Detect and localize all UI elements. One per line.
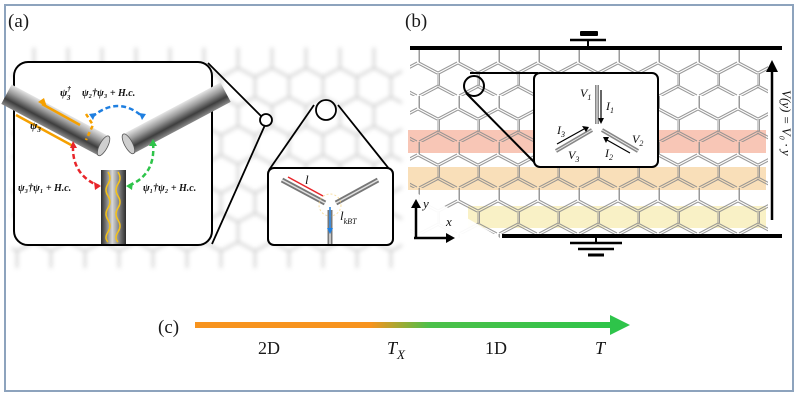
arrowhead	[94, 182, 101, 190]
callout-line	[211, 124, 266, 245]
right-coupling-term: ψ₁†ψ₂ + H.c.	[143, 183, 196, 194]
psi3-label: ψ3	[30, 120, 41, 134]
psi3-dagger-arrow	[41, 102, 81, 127]
arrowhead	[139, 113, 146, 120]
panel-a: (a)	[1, 11, 402, 268]
x-axis-label: x	[445, 214, 452, 229]
arrowhead	[411, 199, 421, 208]
panel-a-label: (a)	[8, 11, 29, 32]
V3-label: V3	[568, 148, 579, 164]
length-arrow	[287, 176, 324, 197]
gate-cap	[580, 31, 598, 36]
panel-b: (b) V(y) = V₀ · y y x	[405, 11, 794, 257]
red-coupling-arc	[71, 145, 100, 188]
arrowhead	[766, 60, 778, 72]
lattice-fade	[406, 190, 500, 238]
arrowhead	[446, 233, 455, 243]
arrowhead	[327, 228, 333, 234]
orange-dashed-link	[84, 113, 95, 141]
zoom-circle	[315, 99, 337, 121]
panel-b-label: (b)	[405, 11, 427, 32]
zoom-circle	[463, 75, 485, 97]
panel-c-label: (c)	[158, 317, 179, 338]
zoom-circle	[259, 113, 273, 127]
left-coupling-term: ψ₃†ψ₁ + H.c.	[18, 183, 71, 194]
arrowhead	[126, 182, 133, 190]
arrowhead	[70, 141, 77, 148]
V2-label: V2	[632, 132, 643, 148]
potential-label: V(y) = V₀ · y	[779, 90, 794, 156]
temperature-axis	[195, 322, 613, 328]
arrowhead	[38, 98, 47, 107]
temperature-arrowhead	[610, 315, 630, 335]
arrowhead	[149, 139, 157, 146]
callout-line	[337, 104, 391, 171]
I1-label: I1	[605, 99, 614, 115]
callout-line	[465, 92, 539, 167]
arrowhead	[603, 137, 609, 143]
blue-coupling-arc	[91, 104, 144, 118]
nanotube-right	[121, 82, 231, 155]
arrowhead	[582, 126, 589, 132]
regime-1d-label: 1D	[485, 338, 507, 358]
thermal-length-label: lkBT	[340, 208, 357, 226]
nanotube-bottom	[101, 170, 126, 244]
arrowhead	[598, 118, 604, 124]
top-coupling-term: ψ₂†ψ₃ + H.c.	[82, 88, 135, 99]
I2-label: I2	[604, 146, 613, 162]
wavy-mode-line	[105, 171, 111, 243]
regime-2d-label: 2D	[258, 338, 280, 358]
arrowhead	[89, 113, 96, 120]
junction-wires	[554, 85, 640, 153]
current-arrow-3	[556, 128, 585, 145]
current-arrow-2	[606, 139, 631, 154]
V1-label: V1	[580, 86, 591, 102]
panel-c: (c) 2D TX 1D T	[158, 315, 630, 362]
nanotube-left	[1, 84, 111, 157]
callout-line	[207, 62, 263, 118]
psi3-mode-line	[15, 113, 74, 148]
length-label: l	[305, 172, 309, 187]
wavy-mode-line	[115, 171, 121, 243]
junction-inset	[13, 61, 213, 246]
crossover-temperature-label: TX	[387, 338, 406, 362]
y-axis-label: y	[421, 196, 429, 211]
temperature-label: T	[595, 338, 607, 358]
callout-line	[268, 104, 315, 171]
psi3-dagger-label: ψ†3	[60, 85, 71, 102]
I3-label: I3	[556, 123, 565, 139]
